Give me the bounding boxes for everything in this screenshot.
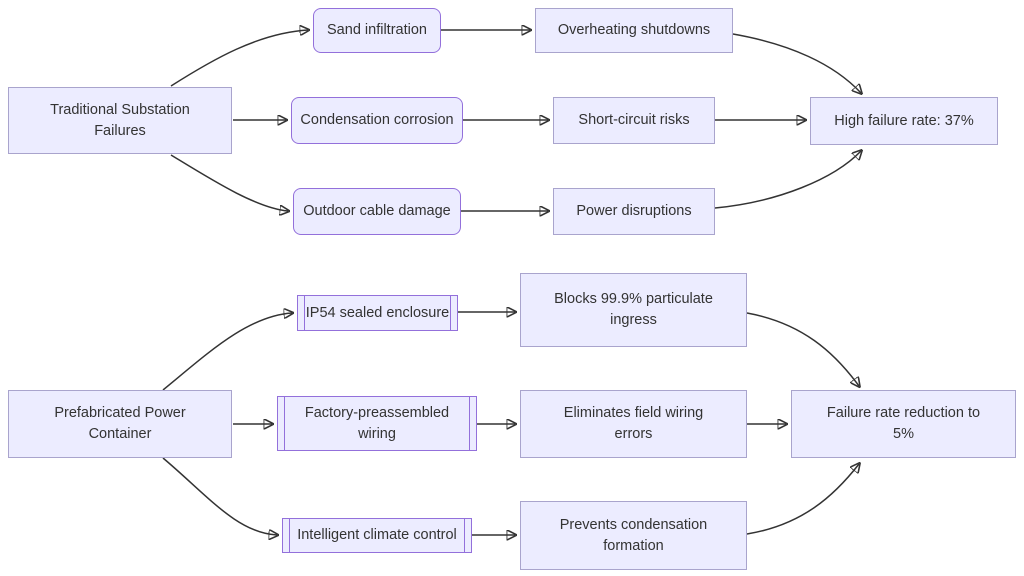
node-label: Short-circuit risks — [578, 112, 690, 128]
node-label: Power disruptions — [576, 203, 692, 219]
node-label: Factory-preassembled wiring — [304, 404, 450, 442]
node-label: IP54 sealed enclosure — [305, 304, 450, 321]
node-label: Prevents condensation formation — [559, 516, 708, 554]
node-condensation-corrosion: Condensation corrosion — [291, 97, 463, 144]
node-label: Overheating shutdowns — [557, 22, 711, 38]
node-high-failure-rate: High failure rate: 37% — [810, 97, 998, 145]
node-label: Eliminates field wiring errors — [563, 405, 704, 442]
node-label: Traditional Substation Failures — [50, 101, 190, 139]
node-prefabricated-power-container: Prefabricated Power Container — [8, 390, 232, 458]
node-label: High failure rate: 37% — [834, 112, 974, 129]
edge-ppc-ip54 — [162, 313, 292, 391]
node-traditional-substation-failures: Traditional Substation Failures — [8, 87, 232, 154]
node-blocks-particulate-ingress: Blocks 99.9% particulate ingress — [520, 273, 747, 347]
edge-ppc-climate — [162, 457, 277, 535]
edge-power-high — [714, 151, 861, 209]
node-failure-rate-reduction: Failure rate reduction to 5% — [791, 390, 1016, 458]
node-factory-preassembled-wiring: Factory-preassembled wiring — [277, 396, 477, 451]
node-label: Outdoor cable damage — [303, 203, 451, 219]
edge-tsf-sand — [170, 30, 308, 87]
node-label: Failure rate reduction to 5% — [826, 405, 981, 442]
node-outdoor-cable-damage: Outdoor cable damage — [293, 188, 461, 235]
edge-blocks-failure — [746, 312, 859, 386]
node-intelligent-climate-control: Intelligent climate control — [282, 518, 472, 553]
node-label: Prefabricated Power Container — [54, 405, 186, 442]
node-label: Condensation corrosion — [300, 112, 454, 128]
node-short-circuit-risks: Short-circuit risks — [553, 97, 715, 144]
node-sand-infiltration: Sand infiltration — [313, 8, 441, 53]
node-eliminates-field-wiring-errors: Eliminates field wiring errors — [520, 390, 747, 458]
node-label: Blocks 99.9% particulate ingress — [554, 291, 713, 328]
edge-over-high — [732, 33, 861, 93]
edge-tsf-cable — [170, 154, 288, 211]
node-label: Sand infiltration — [327, 22, 427, 38]
node-label: Intelligent climate control — [297, 527, 457, 543]
node-overheating-shutdowns: Overheating shutdowns — [535, 8, 733, 53]
edge-prevents-failure — [746, 464, 859, 535]
node-prevents-condensation-formation: Prevents condensation formation — [520, 501, 747, 570]
node-power-disruptions: Power disruptions — [553, 188, 715, 235]
node-ip54-sealed-enclosure: IP54 sealed enclosure — [297, 295, 458, 331]
